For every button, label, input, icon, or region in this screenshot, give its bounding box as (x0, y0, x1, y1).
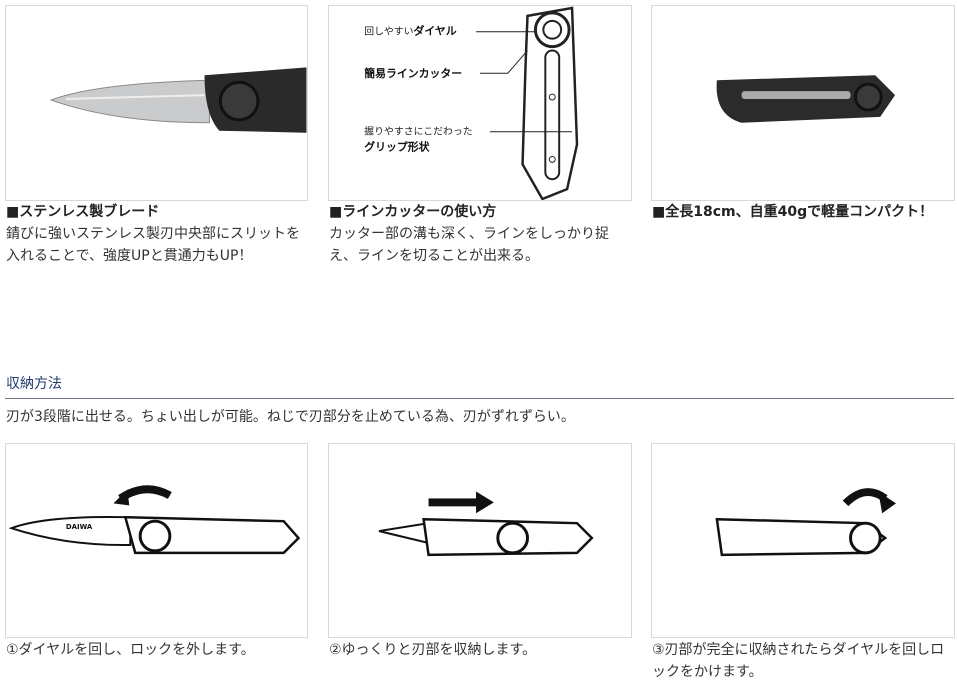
feature-line-cutter: ■ラインカッターの使い方カッター部の溝も深く、ラインをしっかり捉え、ラインを切る… (329, 201, 629, 267)
svg-text:回しやすいダイヤル: 回しやすいダイヤル (364, 24, 457, 38)
feature-blade: ■ステンレス製ブレード錆びに強いステンレス製刃中央部にスリットを入れることで、強… (6, 201, 306, 267)
section-divider (5, 398, 954, 399)
feature-title: ■ラインカッターの使い方 (329, 204, 497, 220)
step-1-caption: ①ダイヤルを回し、ロックを外します。 (6, 642, 255, 658)
feature-title: ■全長18cm、自重40gで軽量コンパクト！ (652, 204, 934, 220)
svg-text:握りやすさにこだわった: 握りやすさにこだわった (364, 125, 472, 138)
feature-body: カッター部の溝も深く、ラインをしっかり捉え、ラインを切ることが出来る。 (329, 226, 609, 264)
line-cutter-diagram: 回しやすいダイヤル 簡易ラインカッター 握りやすさにこだわった グリップ形状 (328, 5, 632, 201)
section-lead: 刃が3段階に出せる。ちょい出しが可能。ねじで刃部分を止めている為、刃がずれずらい… (6, 409, 575, 425)
section-heading: 収納方法 (6, 376, 62, 392)
svg-text:簡易ラインカッター: 簡易ラインカッター (364, 66, 462, 80)
brand-logo: DAIWA (66, 523, 93, 531)
blade-photo (5, 5, 308, 201)
feature-body: 錆びに強いステンレス製刃中央部にスリットを入れることで、強度UPと貫通力もUP！ (6, 226, 300, 264)
step-1-illustration: DAIWA (5, 443, 308, 638)
feature-compact: ■全長18cm、自重40gで軽量コンパクト！ (652, 201, 952, 223)
compact-photo (651, 5, 955, 201)
svg-text:グリップ形状: グリップ形状 (364, 140, 429, 154)
step-2-illustration (328, 443, 632, 638)
step-2-caption: ②ゆっくりと刃部を収納します。 (329, 642, 537, 658)
step-3-illustration (651, 443, 955, 638)
feature-title: ■ステンレス製ブレード (6, 204, 160, 220)
step-3-caption: ③刃部が完全に収納されたらダイヤルを回しロックをかけます。 (652, 642, 945, 680)
